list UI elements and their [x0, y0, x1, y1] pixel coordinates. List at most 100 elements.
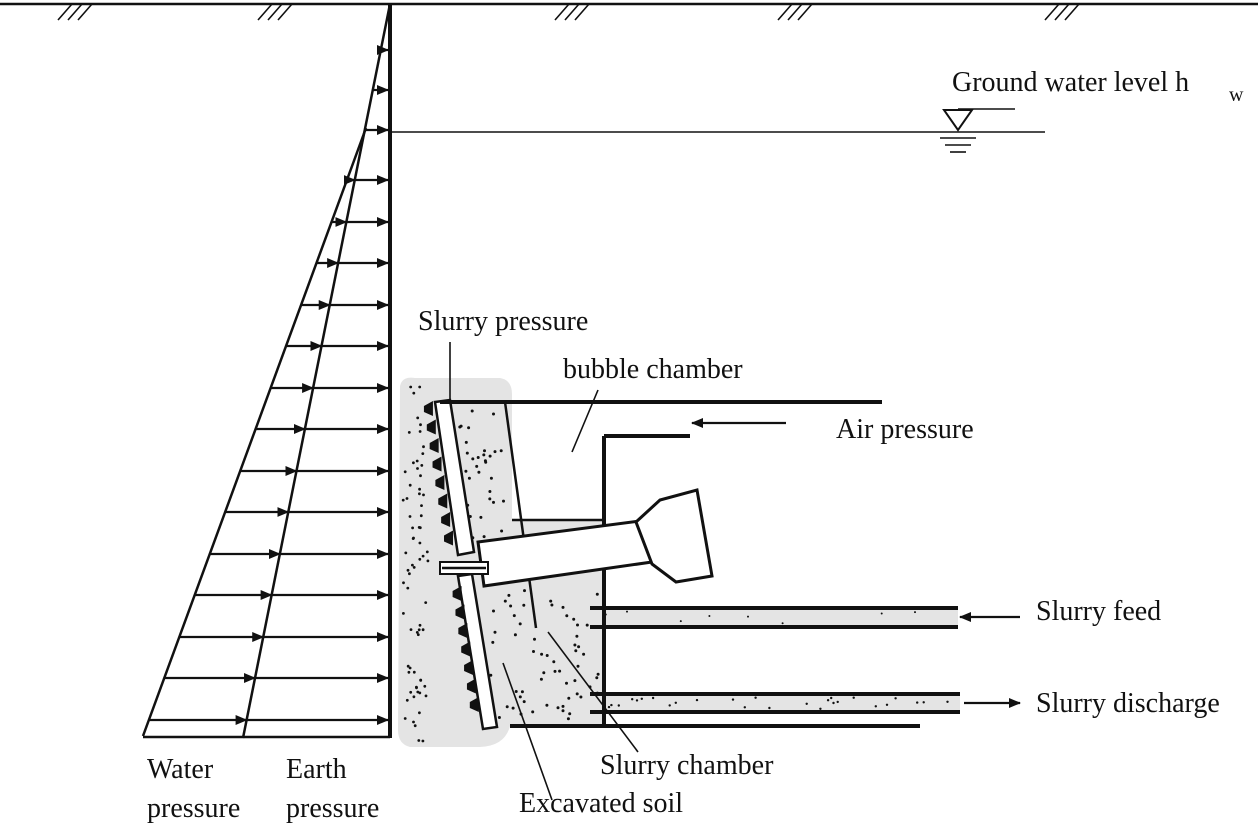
slurry-particle — [408, 515, 412, 518]
slurry-particle — [408, 483, 412, 487]
slurry-particle — [419, 514, 423, 518]
slurry-particle — [549, 599, 553, 603]
slurry-particle — [418, 385, 422, 389]
slurry-particle — [403, 470, 407, 474]
slurry-chamber-leader — [547, 631, 639, 753]
slurry-particle — [512, 614, 516, 618]
slurry-particle — [465, 451, 469, 455]
slurry-particle — [411, 563, 414, 567]
slurry-particle — [421, 452, 425, 455]
slurry-particle — [424, 694, 428, 698]
earth-pressure-label: Earth pressure — [286, 754, 379, 824]
slurry-particle — [576, 623, 579, 627]
cutting-bit — [458, 623, 468, 638]
slurry-particle — [422, 493, 425, 497]
submerged-wall — [503, 401, 538, 629]
slurry-particle — [415, 631, 419, 634]
slurry-particle — [412, 461, 415, 465]
cutting-bit — [461, 641, 471, 657]
slurry-particle — [408, 572, 411, 576]
slurry-particle — [407, 431, 411, 434]
slurry-particle — [617, 704, 620, 707]
cutting-bit — [435, 475, 445, 490]
slurry-discharge-pipe-fill — [590, 694, 960, 712]
cutting-bit — [426, 419, 436, 435]
slurry-particle — [411, 526, 414, 530]
slurry-feed-label: Slurry feed — [1036, 596, 1161, 627]
slurry-particle — [489, 476, 493, 480]
slurry-particle — [553, 669, 557, 673]
flow-arrows — [691, 418, 1021, 708]
svg-text:Water: Water — [147, 754, 214, 785]
slurry-particle — [558, 669, 562, 673]
slurry-particle — [488, 497, 492, 501]
slurry-particle — [695, 698, 699, 702]
leader-lines — [449, 342, 639, 801]
slurry-particle — [503, 599, 507, 603]
slurry-particle — [409, 385, 413, 389]
cutting-bit — [444, 530, 454, 546]
slurry-particle — [626, 610, 628, 613]
slurry-particle — [550, 603, 554, 607]
slurry-particle — [582, 652, 586, 656]
slurry-particle — [885, 703, 889, 706]
slurry-particle — [418, 492, 421, 496]
slurry-particle — [531, 710, 535, 714]
slurry-particle — [914, 611, 916, 614]
drive-motor — [634, 488, 714, 584]
excavated-soil-leader — [502, 662, 553, 801]
slurry-particle — [573, 679, 577, 683]
slurry-particle — [568, 712, 572, 716]
cutting-bit — [452, 586, 462, 601]
slurry-particle — [492, 609, 495, 613]
slurry-particle — [566, 717, 570, 721]
slurry-particle — [419, 678, 423, 682]
cutting-bit — [432, 456, 442, 472]
slurry-particle — [412, 720, 415, 724]
slurry-particle — [479, 515, 483, 519]
cutting-bits — [423, 401, 479, 712]
slurry-particle — [585, 623, 589, 627]
slurry-particle — [405, 497, 409, 500]
ground-water-level: Ground water level h w — [392, 67, 1244, 153]
svg-text:pressure: pressure — [147, 793, 240, 824]
slurry-particle — [539, 677, 543, 681]
slurry-particle — [565, 614, 569, 618]
slurry-particle — [497, 716, 501, 719]
slurry-particle — [484, 460, 488, 464]
slurry-particle — [542, 671, 546, 675]
slurry-particle — [488, 490, 492, 493]
slurry-feed-pipe-fill — [590, 608, 958, 627]
cutting-bit — [429, 438, 439, 453]
slurry-particle — [572, 617, 576, 621]
slurry-particle — [520, 690, 524, 694]
slurry-particle — [404, 551, 408, 555]
slurry-particle — [574, 649, 578, 653]
slurry-particle — [464, 440, 468, 444]
slurry-particle — [552, 660, 556, 664]
slurry-particle — [836, 700, 839, 704]
slurry-particle — [743, 706, 746, 709]
cutting-bit — [466, 678, 476, 694]
slurry-particle — [754, 696, 757, 699]
slurry-particle — [470, 409, 474, 413]
slurry-particle — [482, 453, 486, 457]
slurry-particle — [607, 705, 611, 709]
slurry-particle — [532, 650, 535, 653]
slurry-particle — [409, 690, 413, 694]
slurry-particle — [426, 559, 430, 563]
slurry-particle — [492, 500, 495, 504]
slurry-particle — [575, 634, 579, 638]
slurry-particle — [409, 628, 413, 631]
slurry-particle — [640, 697, 643, 700]
slurry-particle — [708, 615, 711, 617]
slurry-particle — [482, 535, 486, 539]
slurry-particle — [413, 724, 417, 728]
slurry-particle — [573, 643, 577, 647]
slurry-particle — [419, 423, 422, 427]
slurry-particle — [577, 645, 581, 649]
bubble-chamber-leader — [571, 389, 599, 453]
slurry-particle — [610, 703, 613, 707]
slurry-particle — [412, 566, 416, 569]
